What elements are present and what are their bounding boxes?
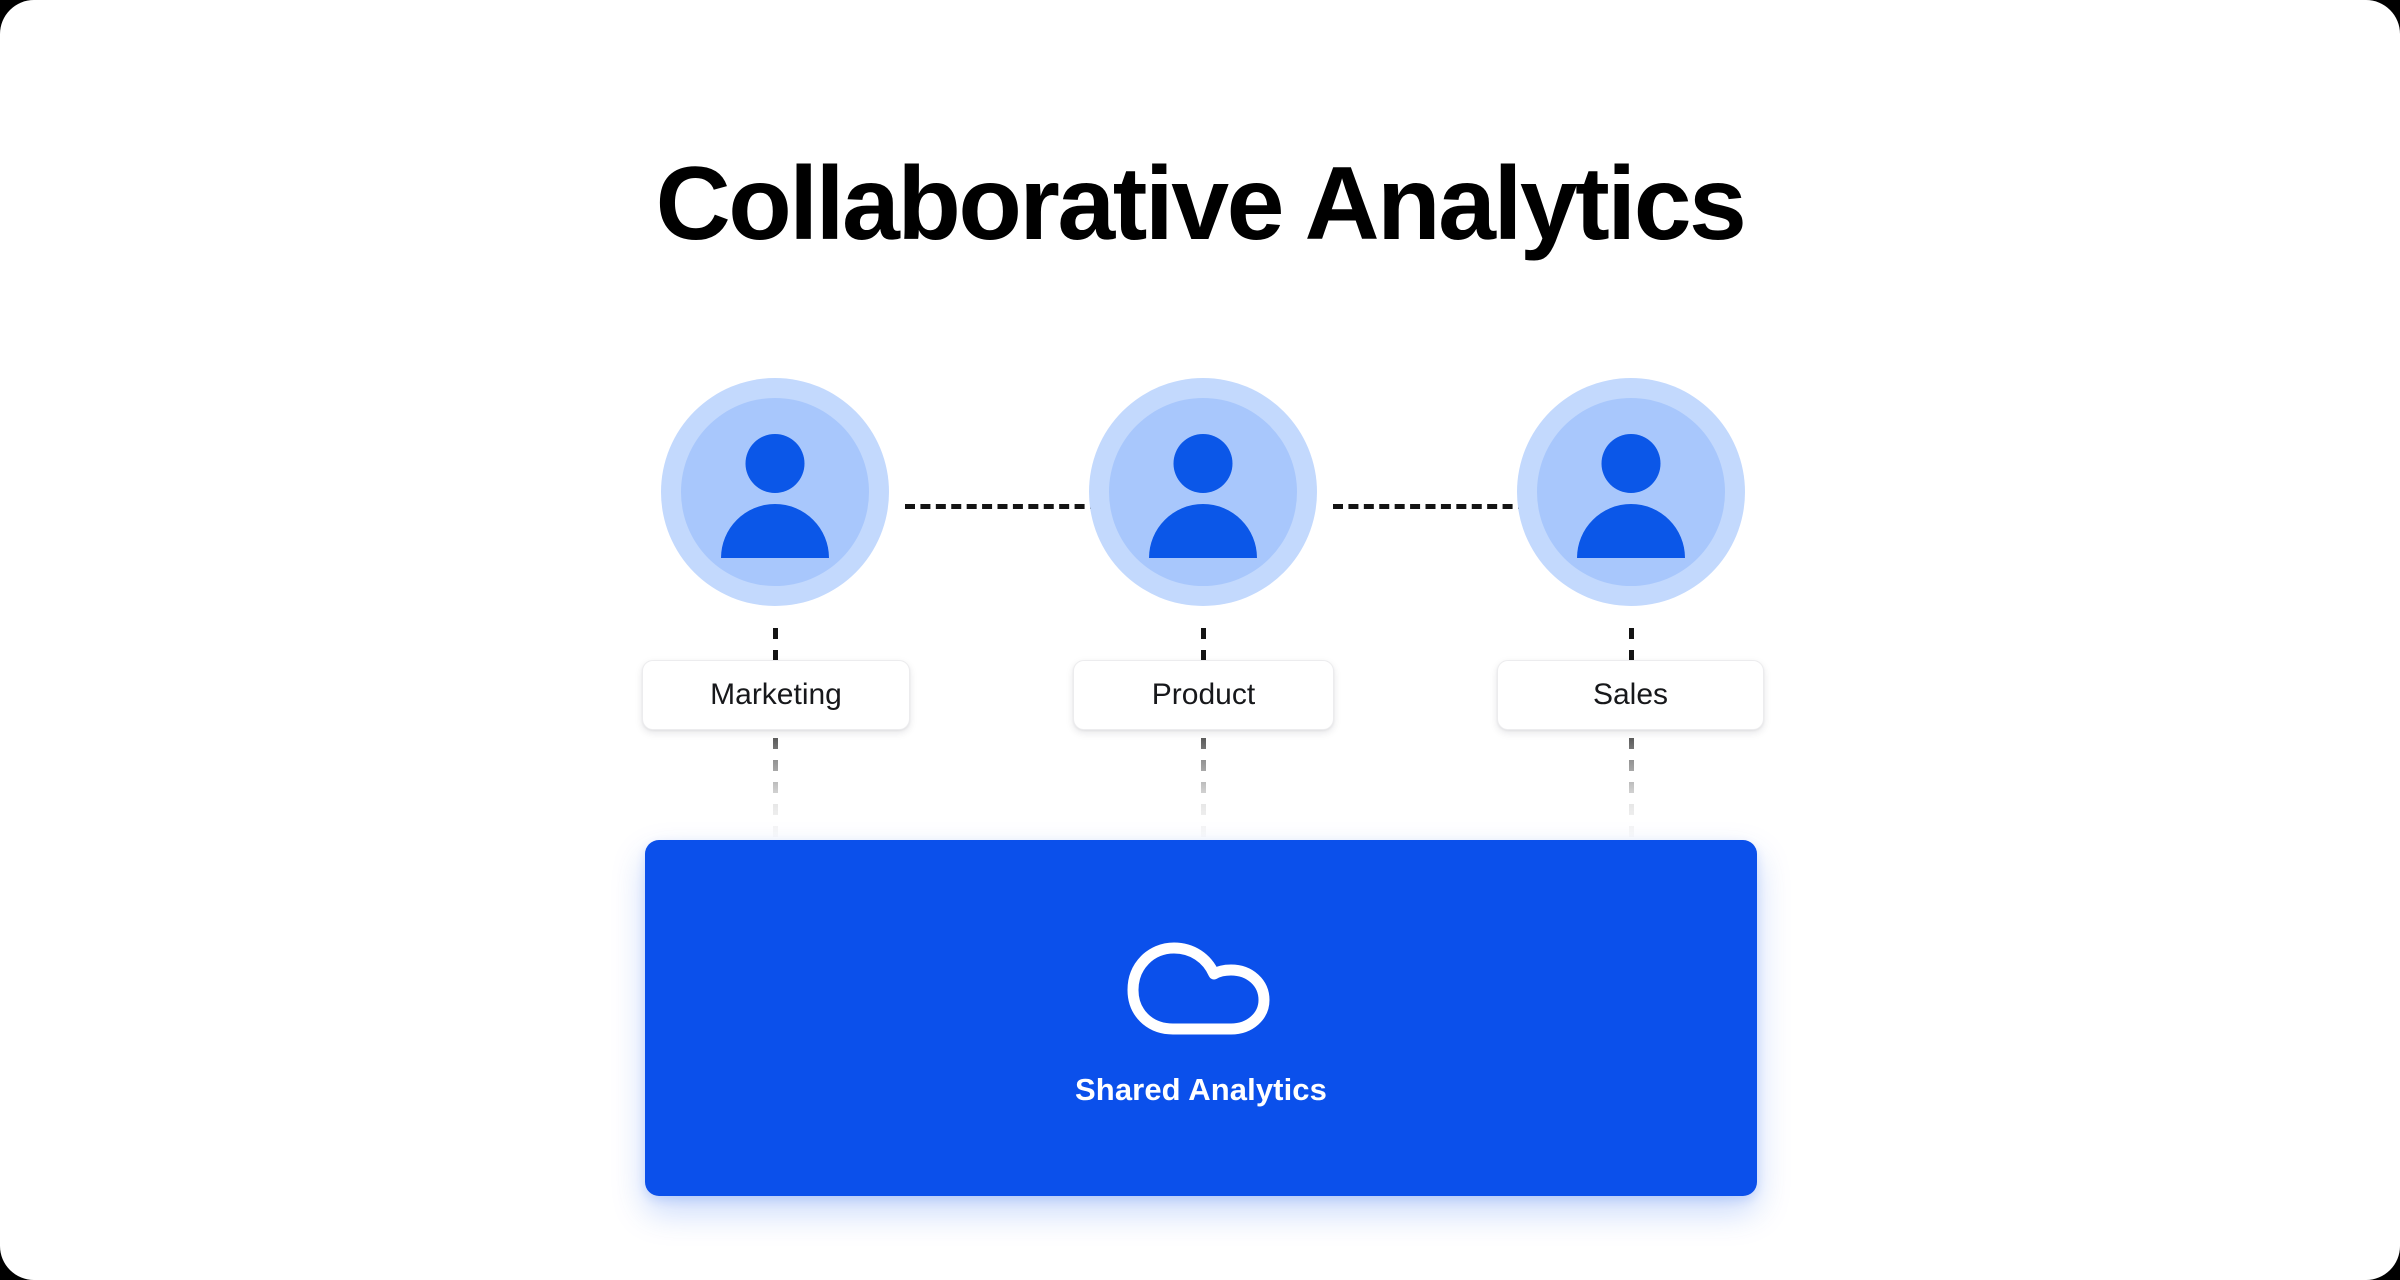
node-avatar-sales[interactable]: [1517, 378, 1745, 606]
user-avatar-icon: [681, 398, 869, 586]
shared-analytics-label: Shared Analytics: [1075, 1072, 1327, 1107]
avatar-head-shape: [1173, 434, 1233, 493]
avatar-body-shape: [1577, 504, 1685, 558]
node-label-product[interactable]: Product: [1073, 660, 1334, 730]
avatar-body-shape: [1149, 504, 1257, 558]
cloud-icon: [1127, 942, 1270, 1035]
node-avatar-product[interactable]: [1089, 378, 1317, 606]
avatar-body-shape: [721, 504, 829, 558]
connector-product-hub: [1201, 628, 1206, 843]
connector-marketing-product: [905, 504, 1100, 509]
node-label-marketing[interactable]: Marketing: [642, 660, 910, 730]
node-avatar-marketing[interactable]: [661, 378, 889, 606]
avatar-head-shape: [745, 434, 805, 493]
connector-sales-hub: [1629, 628, 1634, 843]
connector-product-sales: [1333, 504, 1528, 509]
user-avatar-icon: [1537, 398, 1725, 586]
connector-marketing-hub: [773, 628, 778, 843]
user-avatar-icon: [1109, 398, 1297, 586]
page-title: Collaborative Analytics: [655, 146, 1747, 262]
avatar-head-shape: [1601, 434, 1661, 493]
shared-analytics-panel[interactable]: Shared Analytics: [645, 840, 1757, 1196]
node-label-sales[interactable]: Sales: [1497, 660, 1764, 730]
